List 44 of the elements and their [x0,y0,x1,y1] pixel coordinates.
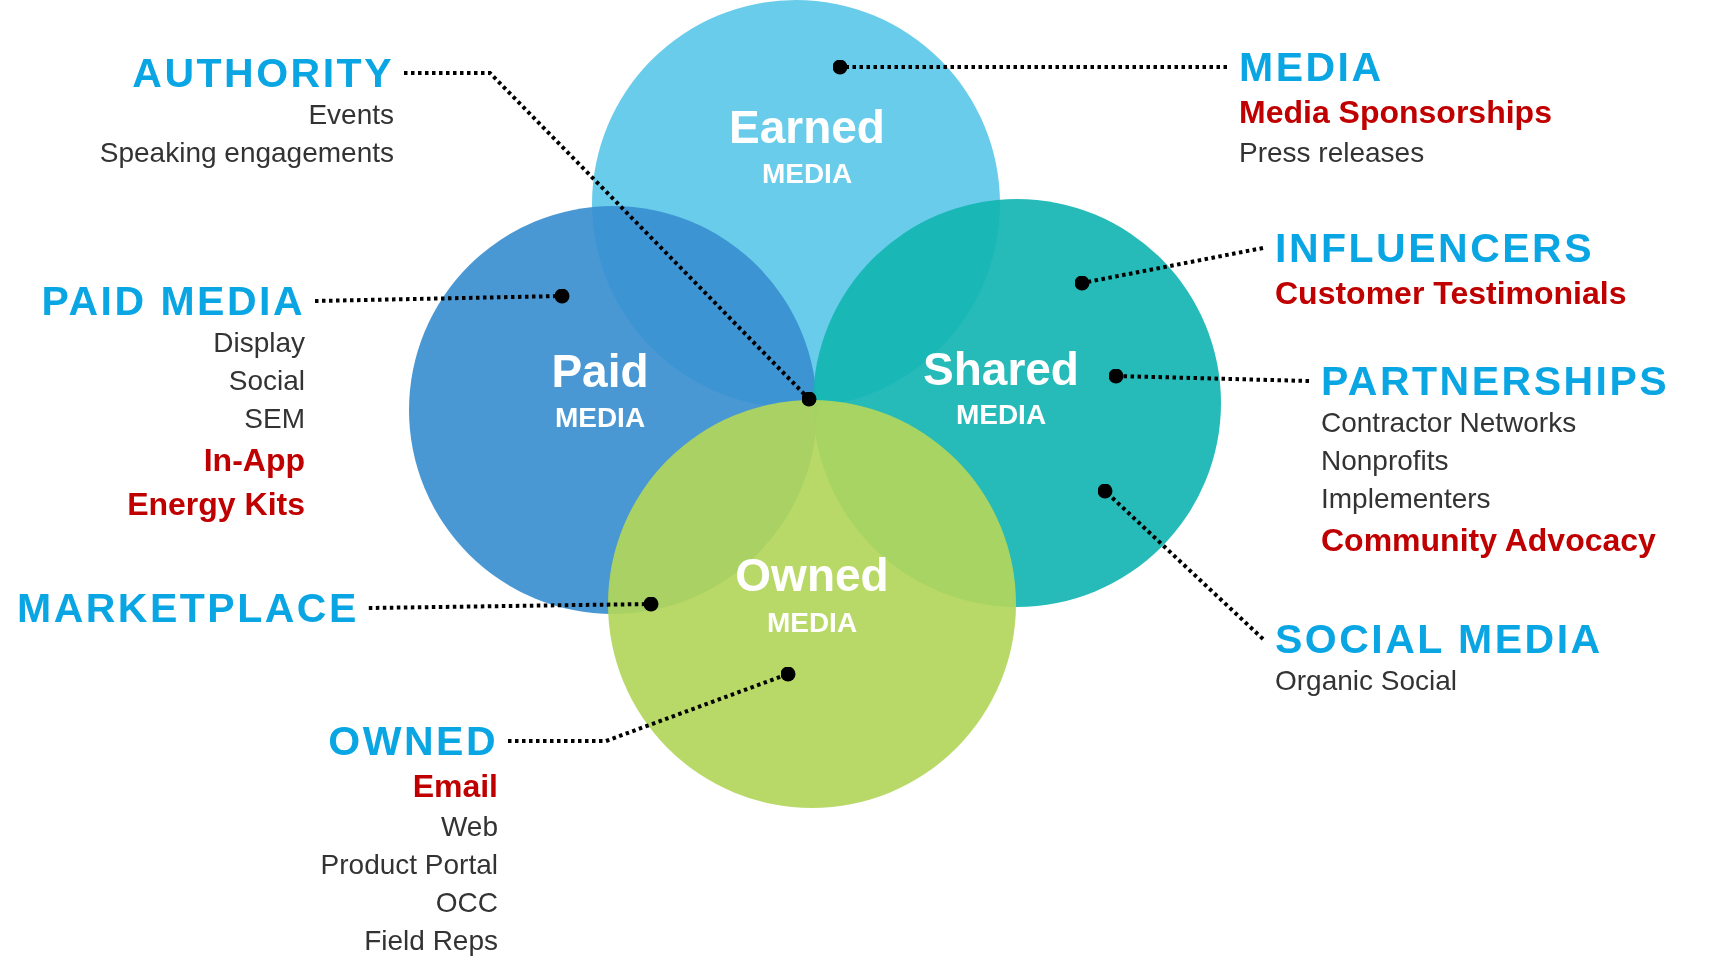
category-heading: OWNED [328,718,498,764]
leader-line [508,666,796,743]
circle-subtitle: MEDIA [761,158,853,190]
leader-line [1074,246,1264,291]
circle-subtitle: MEDIA [955,399,1047,431]
list-item: Implementers [1321,482,1491,516]
list-item: Web [440,810,498,844]
category-heading: PARTNERSHIPS [1321,358,1670,404]
circle-subtitle: MEDIA [554,402,646,434]
circle-title: Owned [735,548,889,602]
list-item: Customer Testimonials [1275,274,1627,313]
leader-line [314,288,570,304]
category-heading: INFLUENCERS [1275,225,1595,271]
list-item: SEM [244,402,305,436]
leader-line [1108,368,1310,384]
leader-line [832,59,1227,75]
category-heading: PAID MEDIA [41,278,305,324]
leader-line [1097,483,1265,641]
list-item: Display [213,326,305,360]
circle-title: Shared [923,342,1079,396]
category-heading: MARKETPLACE [17,585,359,631]
list-item: Nonprofits [1321,444,1449,478]
list-item: Media Sponsorships [1239,93,1552,132]
leader-line [404,71,817,407]
list-item: Contractor Networks [1321,406,1577,440]
list-item: In-App [203,441,305,480]
list-item: Speaking engagements [99,136,394,170]
list-item: Organic Social [1275,664,1458,698]
list-item: Community Advocacy [1321,521,1656,560]
list-item: Press releases [1239,136,1425,170]
category-heading: SOCIAL MEDIA [1275,616,1603,662]
list-item: Field Reps [364,924,498,958]
circle-title: Earned [729,100,885,154]
list-item: Product Portal [320,848,498,882]
list-item: Events [308,98,394,132]
list-item: Email [412,767,498,806]
leader-line [368,596,659,612]
list-item: OCC [435,886,498,920]
list-item: Energy Kits [127,485,305,524]
list-item: Social [228,364,305,398]
category-heading: AUTHORITY [132,50,394,96]
circle-title: Paid [551,344,649,398]
circle-subtitle: MEDIA [766,607,858,639]
category-heading: MEDIA [1239,44,1384,90]
